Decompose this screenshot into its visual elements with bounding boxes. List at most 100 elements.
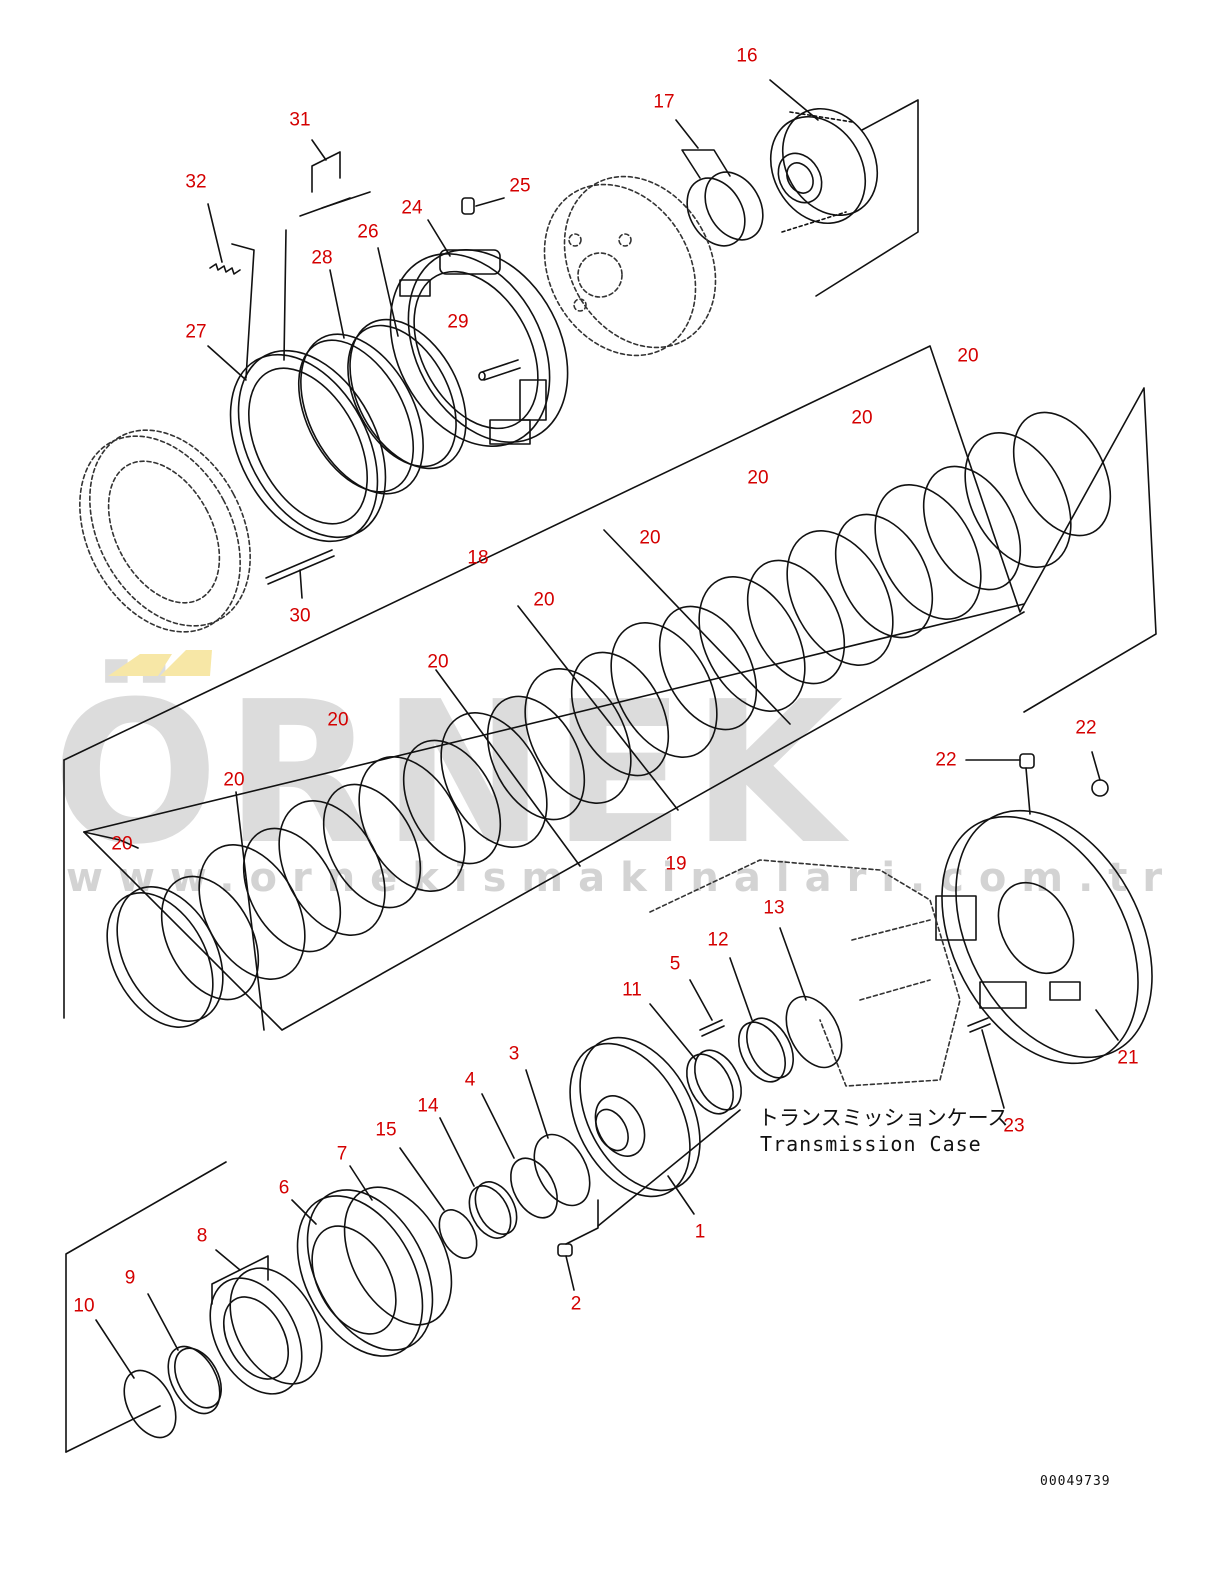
leader-16 [769,79,819,121]
leader-6 [291,1199,317,1225]
callout-20-b: 20 [851,407,873,429]
callout-2: 2 [570,1293,582,1315]
callout-17: 17 [653,91,675,113]
leader-30 [299,569,303,599]
part-26-ring [349,318,467,470]
part-10-snap-ring [123,1369,177,1439]
leader-5 [689,979,713,1021]
part-1-hub [569,1036,701,1198]
document-number: 00049739 [1040,1474,1111,1489]
part-30-pin [265,549,333,579]
part-16-clutch-drum [769,107,879,233]
callout-20-a: 20 [957,345,979,367]
callout-18: 18 [467,547,489,569]
part-28-ring [300,333,424,495]
callout-8: 8 [196,1225,208,1247]
leader-15 [399,1147,445,1211]
leader-1 [667,1175,695,1215]
piston-housing [79,429,251,633]
planetary-housing [543,175,717,357]
callout-20-e: 20 [533,589,555,611]
callout-20-f: 20 [427,651,449,673]
part-15-snap-ring [438,1209,478,1259]
callout-6: 6 [278,1177,290,1199]
clutch-pack-leaders [83,529,791,1031]
leader-26 [377,247,399,337]
case-label-japanese: トランスミッションケース [758,1106,1009,1130]
leader-21 [1095,1009,1119,1041]
case-label-english: Transmission Case [760,1132,982,1156]
callout-25: 25 [509,175,531,197]
callout-19: 19 [665,853,687,875]
callout-22-a: 22 [1075,717,1097,739]
part-2-plug [557,1243,573,1257]
part-29-pin [478,359,521,381]
leader-24 [427,219,451,257]
leader-9 [147,1293,179,1351]
part-3-ring [533,1133,591,1207]
part-6-piston [296,1189,434,1357]
callout-24: 24 [401,197,423,219]
callout-1: 1 [694,1221,706,1243]
leader-17 [681,149,731,179]
callout-27: 27 [185,321,207,343]
callout-22-b: 22 [935,749,957,771]
part-24-carrier [389,249,569,447]
callout-9: 9 [124,1267,136,1289]
callout-20-c: 20 [747,467,769,489]
leader-31 [311,151,341,193]
part-31-pins [299,191,371,217]
callout-21: 21 [1117,1047,1139,1069]
leader-12 [729,957,753,1021]
leader-27 [231,243,255,379]
callout-26: 26 [357,221,379,243]
lower-bracket [65,1161,227,1453]
part-27-plate [229,349,387,543]
callout-20-d: 20 [639,527,661,549]
callout-11: 11 [622,979,642,1001]
leader-23 [981,1029,1005,1109]
callout-3: 3 [508,1043,520,1065]
part-14-bearing [468,1181,518,1239]
leader-10 [95,1319,135,1379]
part-5-pin [699,1019,725,1037]
bracket-16 [815,99,919,297]
callout-7: 7 [336,1143,348,1165]
callout-20-h: 20 [223,769,245,791]
clutch-discs [106,411,1112,1028]
leader-3 [525,1069,549,1139]
callout-14: 14 [417,1095,439,1117]
leader-13 [779,927,807,1001]
part-11-bearing [686,1049,742,1115]
watermark-accent [108,650,212,676]
part-9-ring [167,1345,222,1415]
callout-30: 30 [289,605,311,627]
clutch-pack-bracket [63,345,1157,761]
callout-20-i: 20 [111,833,133,855]
leader-14 [439,1117,475,1187]
part-32-spring [209,263,241,275]
callout-15: 15 [375,1119,397,1141]
leader-28 [329,269,345,339]
leader-2 [565,1255,575,1291]
callout-29: 29 [447,311,469,333]
part-8-spring-assy [209,1267,323,1395]
part-13-snap-ring [785,995,843,1069]
part-22-plug-a [1019,753,1035,815]
part-4-ring [510,1157,558,1219]
callout-10: 10 [73,1295,95,1317]
part-7-ring [343,1186,453,1326]
part-25-plug [461,197,475,215]
watermark-brand: ÖRNEK [52,660,850,888]
part-12-ring [738,1017,794,1083]
callout-23: 23 [1003,1115,1025,1137]
callout-31: 31 [289,109,311,131]
callout-5: 5 [669,953,681,975]
watermark-url: www.ornekismakinalari.com.tr [66,855,1178,901]
leader-11 [649,1003,697,1061]
leader-4 [481,1093,515,1159]
callout-32: 32 [185,171,207,193]
callout-16: 16 [736,45,758,67]
callout-20-g: 20 [327,709,349,731]
